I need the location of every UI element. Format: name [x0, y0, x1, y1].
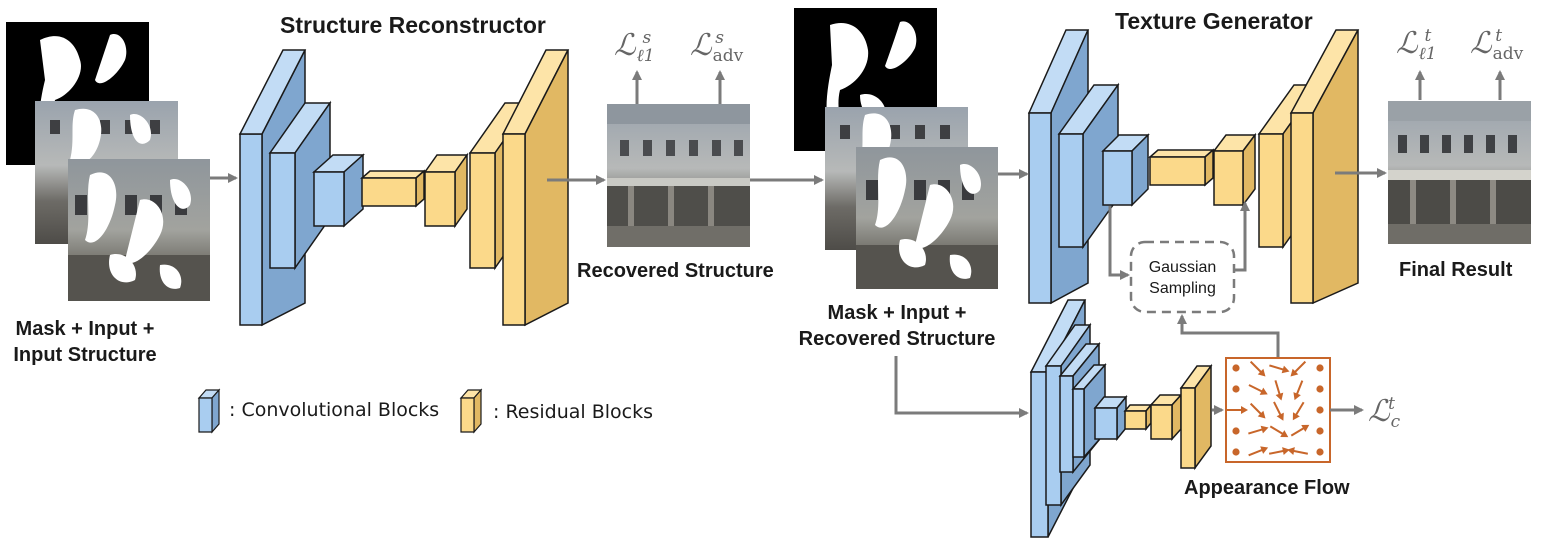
flow-dot [1316, 364, 1324, 372]
loss-adv-t-symbol: ℒ [1470, 26, 1492, 61]
sr-res-block-1 [423, 152, 469, 229]
flow-arrow-head [1282, 447, 1290, 455]
structure-reconstructor-network [238, 49, 570, 327]
appearance-flow-field [1225, 357, 1331, 463]
flow-arrow-head [1257, 410, 1266, 419]
loss-c-t-sup: t [1388, 394, 1395, 414]
legend-res-label: : Residual Blocks [493, 401, 654, 423]
left-structure-image [68, 159, 210, 301]
label-left-input-line2: Input Structure [13, 344, 157, 366]
label-middle-input: Mask + Input + Recovered Structure [788, 300, 1006, 352]
tg-conv-block-3 [1101, 133, 1150, 207]
flow-arrow-head [1276, 412, 1284, 421]
loss-l1-s-symbol: ℒ [614, 28, 636, 63]
loss-l1-t-sub: ℓ1 [1418, 44, 1437, 64]
flow-arrow-head [1293, 392, 1301, 401]
flow-dot [1232, 385, 1240, 393]
flow-dot [1316, 448, 1324, 456]
flow-arrow-head [1280, 430, 1289, 438]
label-left-input: Mask + Input + Input Structure [0, 316, 170, 368]
flow-dot [1316, 427, 1324, 435]
label-left-input-line1: Mask + Input + [15, 318, 155, 340]
loss-adv-t-sup: t [1495, 26, 1503, 46]
loss-l1-t-symbol: ℒ [1396, 26, 1418, 61]
label-middle-input-line1: Mask + Input + [827, 302, 967, 324]
loss-correctness: ℒct [1368, 394, 1400, 431]
flow-arrow-head [1259, 387, 1268, 395]
flow-dot [1232, 448, 1240, 456]
loss-adv-s-symbol: ℒ [690, 28, 712, 63]
flow-arrow-head [1281, 365, 1290, 374]
tg-res-block-1 [1212, 132, 1257, 208]
arrow-middle-to-flow-net [894, 356, 1029, 418]
flow-dot [1232, 427, 1240, 435]
arrow-tg-to-gaussian [1108, 206, 1130, 280]
gaussian-sampling-box [1129, 240, 1236, 314]
flow-arrow-head [1301, 424, 1310, 432]
legend-res-icon [459, 388, 483, 434]
left-input-stack [6, 22, 210, 301]
label-appearance-flow: Appearance Flow [1184, 477, 1350, 499]
loss-l1-t-sup: t [1424, 26, 1432, 46]
flow-arrow-head [1292, 412, 1300, 421]
middle-structure-image [856, 147, 998, 289]
flow-dot [1316, 385, 1324, 393]
flow-res-block-1 [1149, 393, 1183, 441]
loss-l1-texture: ℒℓ1t [1396, 26, 1437, 63]
sr-conv-block-3 [312, 153, 365, 228]
flow-dot [1316, 406, 1324, 414]
flow-network [1029, 299, 1213, 538]
arrow-field-to-gaussian [1177, 314, 1280, 357]
arrows [210, 70, 1505, 418]
loss-l1-s-sub: ℓ1 [636, 46, 655, 66]
flow-bottleneck-block [1123, 402, 1153, 432]
loss-c-t-symbol: ℒ [1368, 394, 1390, 429]
tg-res-block-3 [1289, 29, 1360, 305]
flow-arrow-head [1287, 447, 1295, 455]
loss-adv-s-sup: s [715, 28, 724, 48]
loss-adv-s-sub: adv [712, 46, 744, 66]
flow-arrow-head [1290, 368, 1299, 377]
texture-generator-network [1027, 29, 1360, 305]
legend-conv-label: : Convolutional Blocks [229, 399, 440, 421]
sr-bottleneck-block [360, 169, 426, 208]
loss-adv-t-sub: adv [1492, 44, 1524, 64]
middle-input-stack [794, 8, 998, 289]
flow-dot [1232, 364, 1240, 372]
sr-res-block-3 [501, 49, 570, 327]
flow-arrow-head [1241, 406, 1248, 414]
label-gaussian-line1: Gaussian [1148, 259, 1217, 276]
tg-bottleneck-block [1148, 148, 1215, 187]
loss-c-t-sub: c [1390, 412, 1401, 432]
loss-l1-structure: ℒℓ1s [614, 28, 655, 65]
loss-adv-texture: ℒadvt [1470, 26, 1523, 63]
flow-marks [1227, 360, 1324, 457]
title-texture-generator: Texture Generator [1115, 8, 1313, 34]
title-structure-reconstructor: Structure Reconstructor [280, 12, 546, 38]
final-result-image [1388, 101, 1531, 244]
recovered-structure-image [607, 104, 750, 247]
label-middle-input-line2: Recovered Structure [798, 328, 996, 350]
flow-arrow-head [1257, 368, 1266, 377]
flow-arrow-head [1260, 425, 1269, 434]
legend-conv-icon [197, 388, 221, 434]
flow-res-block-2 [1179, 363, 1213, 471]
arrow-gaussian-to-tg [1234, 201, 1250, 272]
label-recovered-structure: Recovered Structure [577, 260, 774, 282]
loss-adv-structure: ℒadvs [690, 28, 743, 65]
flow-arrow-head [1275, 392, 1284, 401]
label-gaussian-line2: Sampling [1149, 279, 1216, 297]
label-gaussian-sampling: Gaussian Sampling [1131, 258, 1234, 300]
flow-arrow-head [1260, 446, 1269, 454]
flow-conv-block-5 [1093, 394, 1128, 442]
loss-l1-s-sup: s [642, 28, 652, 48]
label-final-result: Final Result [1399, 259, 1513, 281]
